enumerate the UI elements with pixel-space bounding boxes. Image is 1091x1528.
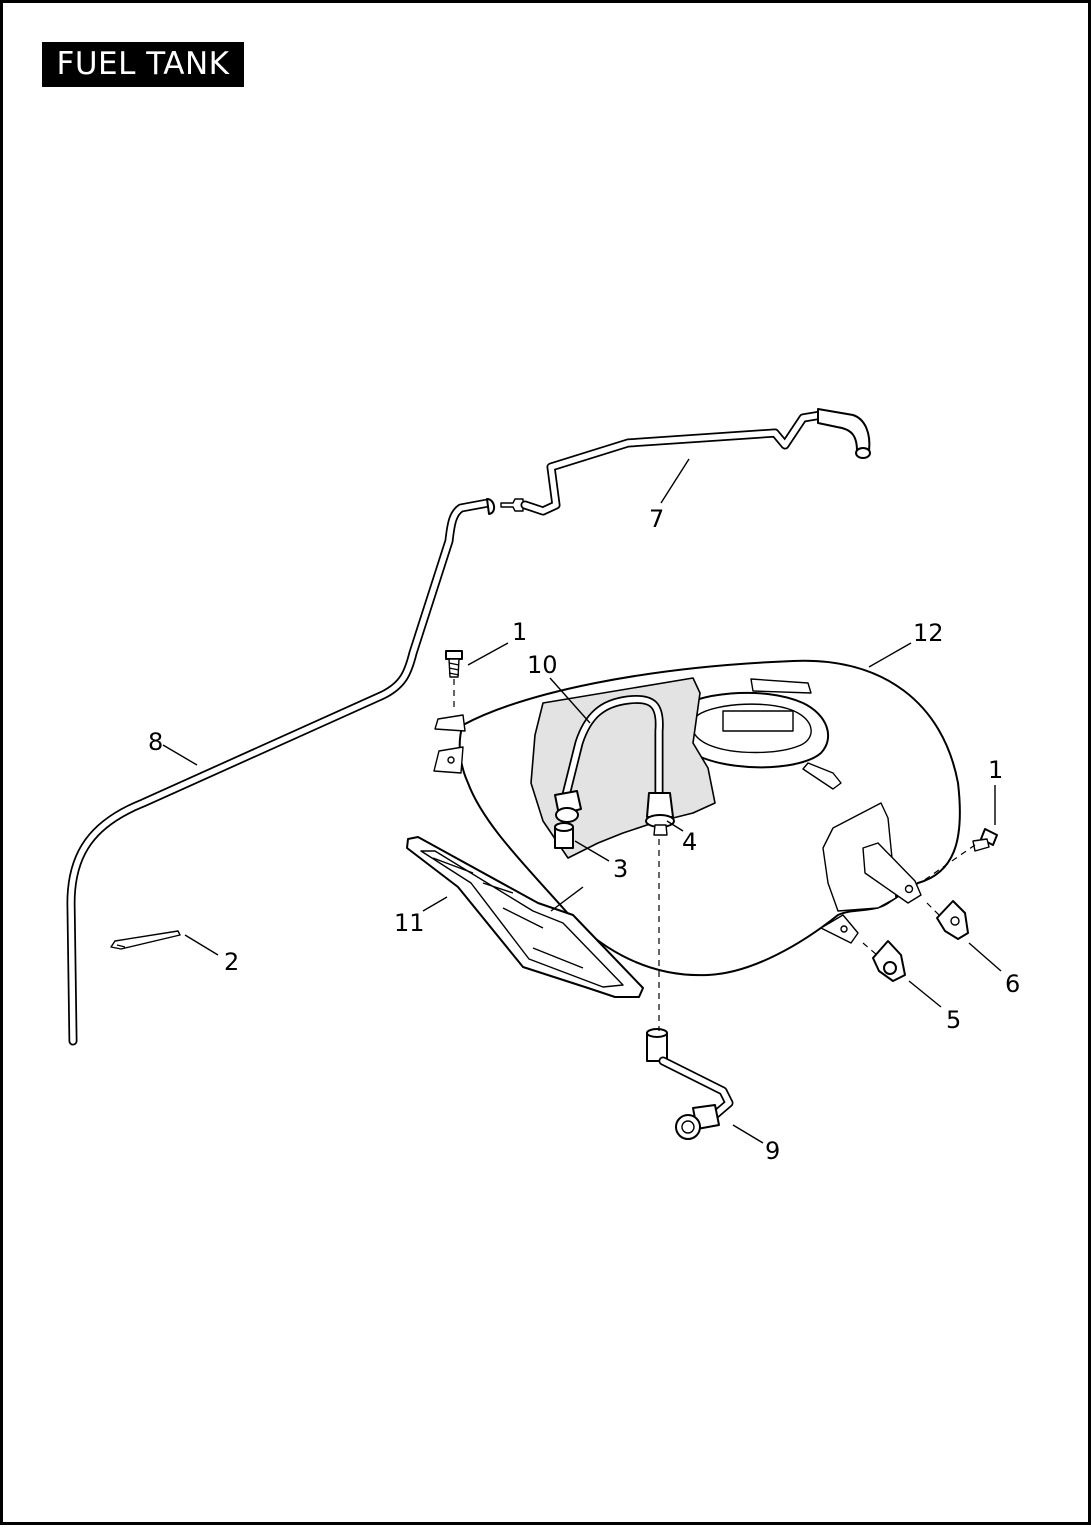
callout-11: 11	[394, 909, 425, 937]
callout-8: 8	[148, 728, 163, 756]
leader-lines	[162, 458, 1002, 1144]
fuel-line-part-9	[646, 1028, 734, 1140]
grommet-part-6	[936, 900, 969, 940]
fuel-tank-exploded-diagram: 1 10 12 1 8 7 4 3 11 2 6 5 9	[66, 408, 1020, 1165]
callout-4: 4	[682, 828, 697, 856]
callout-9: 9	[765, 1137, 780, 1165]
screw-part-1-front	[445, 650, 463, 678]
cable-strap-part-2	[110, 930, 181, 950]
vent-line-part-7	[500, 408, 871, 516]
callout-7: 7	[649, 505, 664, 533]
alignment-lines	[453, 679, 976, 1031]
page-title: FUEL TANK	[42, 42, 244, 87]
callout-12: 12	[913, 619, 944, 647]
callout-1-front: 1	[512, 618, 527, 646]
callout-1-rear: 1	[988, 756, 1003, 784]
callout-3: 3	[613, 855, 628, 883]
emblem-part-11	[406, 836, 644, 998]
vent-hose-part-8	[66, 498, 495, 1046]
callout-2: 2	[224, 948, 239, 976]
fitting-part-3	[554, 822, 574, 849]
grommet-part-5	[872, 940, 906, 982]
callout-labels: 1 10 12 1 8 7 4 3 11 2 6 5 9	[148, 505, 1020, 1165]
fuel-supply-part-10	[530, 677, 716, 859]
callout-10: 10	[527, 651, 558, 679]
screw-part-1-rear	[972, 828, 998, 852]
callout-6: 6	[1005, 970, 1020, 998]
callout-5: 5	[946, 1006, 961, 1034]
